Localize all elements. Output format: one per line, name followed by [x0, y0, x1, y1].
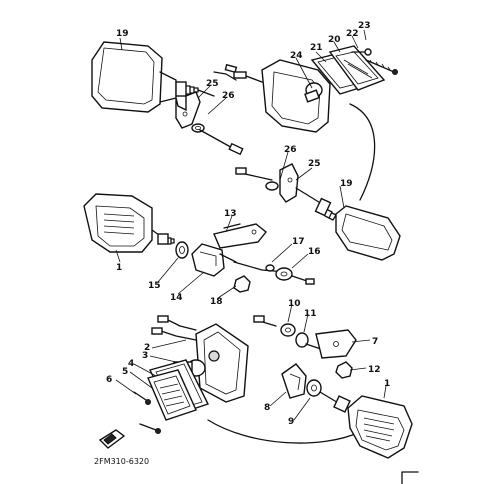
label-18: 18: [210, 297, 223, 307]
mounting-bracket-top-left: [175, 91, 244, 156]
screw-6: [133, 391, 161, 434]
nut-12: [335, 361, 353, 379]
harness-curve-bottom: [207, 419, 361, 444]
lens-20: [328, 45, 386, 91]
label-19-mid: 19: [340, 179, 353, 189]
label-19-top: 19: [116, 29, 129, 39]
label-22: 22: [346, 29, 359, 39]
leader-lines: [115, 29, 387, 421]
label-8: 8: [264, 403, 270, 413]
label-23: 23: [358, 21, 371, 31]
label-24: 24: [290, 51, 303, 61]
label-2: 2: [144, 343, 150, 353]
label-26-top: 26: [222, 91, 235, 101]
label-14: 14: [170, 293, 183, 303]
label-4: 4: [128, 359, 134, 369]
grommet-9: [306, 379, 341, 405]
label-11: 11: [304, 309, 317, 319]
screw-22: [351, 48, 372, 56]
front-left-turn-signal: [91, 41, 215, 113]
grommet-16: [275, 267, 315, 285]
label-25-mid: 25: [308, 159, 321, 169]
figure-code: 2FM310-6320: [94, 457, 149, 466]
nut-18: [233, 275, 251, 293]
label-1-mid: 1: [116, 263, 122, 273]
label-10: 10: [288, 299, 301, 309]
tail-lens-5: [147, 369, 197, 421]
label-15: 15: [148, 281, 161, 291]
label-17: 17: [292, 237, 305, 247]
label-13: 13: [224, 209, 237, 219]
front-right-turn-signal: [83, 193, 175, 253]
label-5: 5: [122, 367, 128, 377]
bracket-13: [213, 223, 267, 249]
label-9: 9: [288, 417, 294, 427]
grommet-15: [175, 241, 189, 259]
label-16: 16: [308, 247, 321, 257]
label-3: 3: [142, 351, 148, 361]
label-26-mid: 26: [284, 145, 297, 155]
label-1-bottom: 1: [384, 379, 390, 389]
connector-10: [253, 315, 296, 337]
rear-left-turn-signal: [213, 59, 331, 133]
label-21: 21: [310, 43, 323, 53]
label-6: 6: [106, 375, 112, 385]
socket-assembly-14: [191, 243, 237, 277]
label-12: 12: [368, 365, 381, 375]
page-corner-mark: [401, 471, 419, 484]
label-25-top: 25: [206, 79, 219, 89]
rear-turn-signal-1: [333, 395, 413, 459]
label-20: 20: [328, 35, 341, 45]
part-labels: 19 25 26 24 21 20 22 23 26 25 19 13 17 1…: [106, 21, 390, 427]
socket-8: [281, 363, 307, 399]
screw-23: [365, 59, 398, 75]
bracket-7: [315, 329, 357, 359]
license-light-clip: [98, 429, 126, 449]
turn-signal-bulb-24: [304, 82, 323, 103]
harness-curve-top: [349, 103, 376, 201]
label-7: 7: [372, 337, 378, 347]
rear-right-turn-signal: [235, 163, 401, 261]
